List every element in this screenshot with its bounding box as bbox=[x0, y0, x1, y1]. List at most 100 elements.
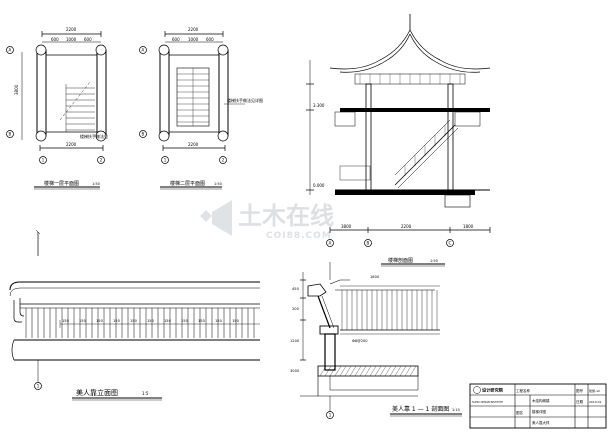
plan1-dim-seg1: 600 bbox=[51, 37, 59, 42]
hatch-line bbox=[384, 365, 392, 377]
elevation-dim-label: 150 bbox=[198, 319, 206, 323]
hatch-line bbox=[319, 365, 327, 377]
hatch-line bbox=[409, 365, 417, 377]
plan2-annotations: 2200 600 1000 600 2200 楼梯扶手做法见详图 A B 1 2… bbox=[142, 27, 264, 187]
elevation-dim-label: 150 bbox=[130, 319, 138, 323]
detail-dim-3: 1200 bbox=[290, 339, 300, 343]
elevation-grid-1: 1 bbox=[37, 384, 40, 389]
plan2-note: 楼梯扶手做法见详图 bbox=[227, 97, 263, 103]
date-label: 日期 bbox=[576, 399, 584, 404]
hatch-line bbox=[334, 365, 342, 377]
plan2-grid-1: 1 bbox=[164, 158, 167, 163]
plan2-grid-a: A bbox=[142, 48, 145, 53]
plan1-annotations: 2200 600 1000 600 3800 2200 楼梯扶手做法见 A B … bbox=[9, 27, 109, 187]
detail-dim-2: 200 bbox=[292, 307, 300, 311]
hatch-line bbox=[404, 365, 412, 377]
plan2-dim-seg3: 600 bbox=[206, 37, 214, 42]
elevation-scale: 1:5 bbox=[142, 391, 149, 396]
elevation-dim-label: 150 bbox=[113, 319, 121, 323]
plan2-dim-top: 2200 bbox=[188, 27, 199, 32]
detail-dim-top: 1800 bbox=[370, 275, 380, 279]
plan2-dim-bottom: 2200 bbox=[188, 142, 199, 147]
detail-annotations: 450 200 1200 3000 1800 Φ8@200 1 美人靠 1 — … bbox=[290, 275, 460, 418]
title-block-text: 设计研究院 TAIHUI DESIGN INSTITUTE 工程名称 木结构阁楼… bbox=[472, 387, 601, 426]
date-value: 2010.01 bbox=[589, 400, 601, 404]
watermark-logo-icon bbox=[200, 200, 232, 236]
section-annotations: 3.300 0.000 3800 2200 1800 A B C 楼梯剖面图 1… bbox=[313, 103, 474, 264]
elevation-title: 美人靠立面图 bbox=[76, 388, 118, 397]
bench-elevation bbox=[9, 229, 260, 401]
plan1-grid-a: A bbox=[9, 48, 12, 53]
hatch-line bbox=[394, 365, 402, 377]
drawing-no: 建施-12 bbox=[589, 388, 600, 393]
company-en: TAIHUI DESIGN INSTITUTE bbox=[472, 401, 503, 404]
elevation-dim-label: 150 bbox=[232, 319, 240, 323]
hatch-line bbox=[374, 365, 382, 377]
elevation-dim-label: 150 bbox=[79, 319, 87, 323]
elevation-dim-label: 150 bbox=[215, 319, 223, 323]
hatch-line bbox=[359, 365, 367, 377]
project-name: 木结构阁楼 bbox=[532, 398, 550, 403]
detail-hatch bbox=[319, 365, 417, 377]
plan1-title: 楼梯一层平面图 bbox=[44, 180, 79, 187]
section-grid-a: A bbox=[329, 241, 332, 246]
plan2-title: 楼梯二层平面图 bbox=[170, 180, 205, 187]
stair-section-pavilion bbox=[306, 14, 491, 267]
plan2-dim-seg2: 1000 bbox=[188, 37, 199, 42]
hatch-line bbox=[389, 365, 397, 377]
stair-plan-ground-floor bbox=[6, 31, 107, 190]
section-dim-mid: 2200 bbox=[401, 224, 412, 229]
watermark-sub-text: COI88.COM bbox=[266, 231, 332, 241]
watermark-main-text: 土木在线 bbox=[238, 202, 334, 230]
detail-dim-4: 3000 bbox=[290, 369, 300, 373]
elevation-dim-label: 150 bbox=[164, 319, 172, 323]
section-title: 楼梯剖面图 bbox=[388, 257, 413, 264]
elevation-dim-label: 150 bbox=[181, 319, 189, 323]
plan1-grid-b: B bbox=[9, 132, 12, 137]
detail-balusters bbox=[341, 290, 438, 330]
hatch-line bbox=[354, 365, 362, 377]
plan1-dim-side: 3800 bbox=[14, 84, 19, 95]
bench-balusters bbox=[25, 308, 255, 338]
detail-rebar-note: Φ8@200 bbox=[352, 339, 368, 343]
hatch-line bbox=[364, 365, 372, 377]
section-scale: 1:50 bbox=[430, 259, 438, 263]
stair-plan-second-floor bbox=[139, 31, 245, 190]
elevation-dim-label: 150 bbox=[147, 319, 155, 323]
plan1-grid-1: 1 bbox=[42, 158, 45, 163]
hatch-line bbox=[329, 365, 337, 377]
hatch-line bbox=[339, 365, 347, 377]
drawing-name: 楼梯详图 bbox=[532, 409, 546, 414]
plan1-dim-seg3: 600 bbox=[84, 37, 92, 42]
section-dim-right: 1800 bbox=[463, 224, 474, 229]
plan2-grid-2: 2 bbox=[222, 158, 225, 163]
title-block bbox=[469, 383, 607, 429]
hatch-line bbox=[344, 365, 352, 377]
plan1-dim-top: 2200 bbox=[66, 27, 77, 32]
drawing-label: 图名 bbox=[516, 410, 523, 415]
plan2-dim-seg1: 600 bbox=[172, 37, 180, 42]
plan1-grid-2: 2 bbox=[100, 158, 103, 163]
hatch-line bbox=[349, 365, 357, 377]
section-dim-left: 3800 bbox=[341, 224, 352, 229]
hatch-line bbox=[379, 365, 387, 377]
detail-title: 美人靠 1 — 1 剖面图 bbox=[392, 405, 449, 413]
plan1-note: 楼梯扶手做法见 bbox=[80, 133, 108, 139]
hatch-line bbox=[369, 365, 377, 377]
section-grid-b: B bbox=[367, 241, 370, 246]
bench-detail-section bbox=[300, 262, 462, 419]
detail-dim-1: 450 bbox=[292, 287, 300, 291]
section-level-upper: 3.300 bbox=[313, 103, 325, 108]
section-grid-c: C bbox=[449, 241, 452, 246]
elevation-dim-label: 150 bbox=[62, 319, 70, 323]
elevation-dim-label: 150 bbox=[96, 319, 104, 323]
hatch-line bbox=[399, 365, 407, 377]
project-label: 工程名称 bbox=[516, 388, 530, 393]
hatch-line bbox=[324, 365, 332, 377]
plan2-grid-b: B bbox=[142, 132, 145, 137]
drawing-sub: 美人靠大样 bbox=[532, 420, 550, 425]
plan1-dim-bottom: 2200 bbox=[66, 142, 77, 147]
company-logo: 设计研究院 bbox=[482, 387, 504, 394]
